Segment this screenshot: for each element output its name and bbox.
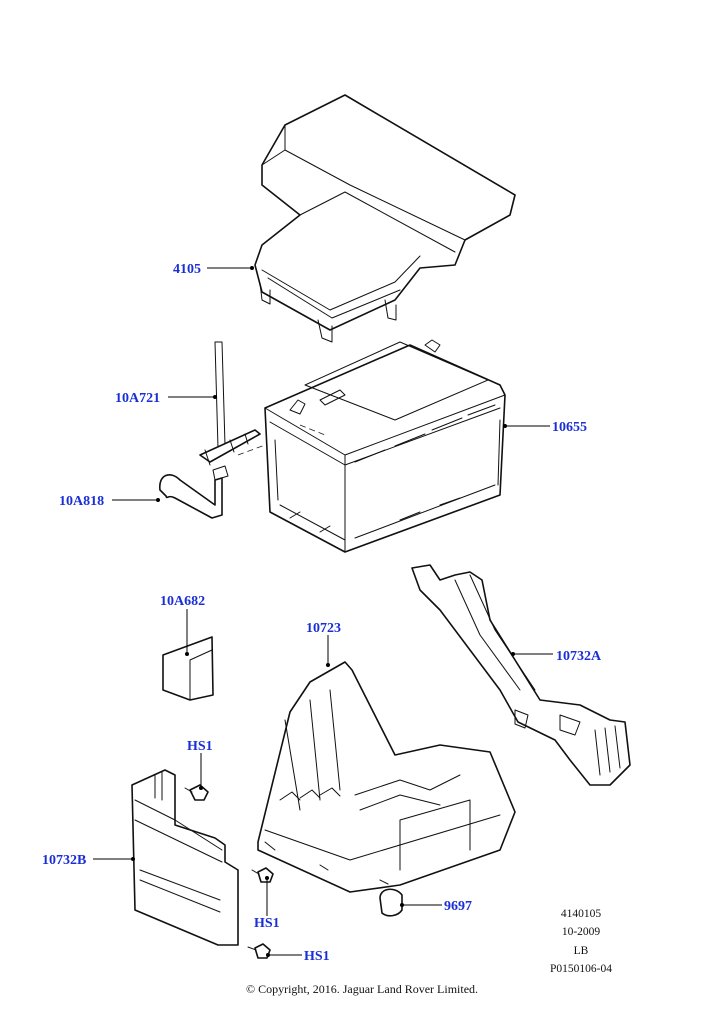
callout-4105[interactable]: 4105: [173, 262, 201, 277]
callout-hs1-top[interactable]: HS1: [187, 739, 213, 754]
bracket-10732A: [411, 564, 631, 786]
fastener-hs1-mid: [251, 867, 274, 883]
copyright-text: © Copyright, 2016. Jaguar Land Rover Lim…: [245, 982, 479, 996]
vent-hose-10A818: [159, 465, 229, 519]
callout-10A818[interactable]: 10A818: [59, 494, 104, 509]
callout-hs1-bottom[interactable]: HS1: [304, 949, 330, 964]
callout-9697[interactable]: 9697: [444, 899, 472, 914]
battery-tray-10723: [257, 661, 516, 893]
bracket-10A682: [162, 636, 214, 701]
diagram-code: 4140105: [560, 908, 602, 920]
callout-10732A[interactable]: 10732A: [556, 649, 602, 664]
fastener-hs1-top: [184, 784, 209, 801]
callout-10655[interactable]: 10655: [552, 420, 587, 435]
diagram-region: LB: [573, 945, 589, 957]
callout-10A721[interactable]: 10A721: [115, 391, 160, 406]
callout-10723[interactable]: 10723: [306, 621, 341, 636]
diagram-date: 10-2009: [561, 926, 601, 938]
battery-cover-4105: [254, 94, 516, 343]
callout-10732B[interactable]: 10732B: [42, 853, 86, 868]
diagram-ref: P0150106-04: [550, 963, 612, 975]
plug-9697: [379, 888, 403, 917]
vent-tube-10A721: [199, 341, 326, 466]
battery-10655: [264, 339, 506, 553]
callout-hs1-mid[interactable]: HS1: [254, 916, 280, 931]
leader-lines: [93, 266, 553, 957]
bracket-10732B: [131, 769, 239, 946]
callout-10A682[interactable]: 10A682: [160, 594, 205, 609]
